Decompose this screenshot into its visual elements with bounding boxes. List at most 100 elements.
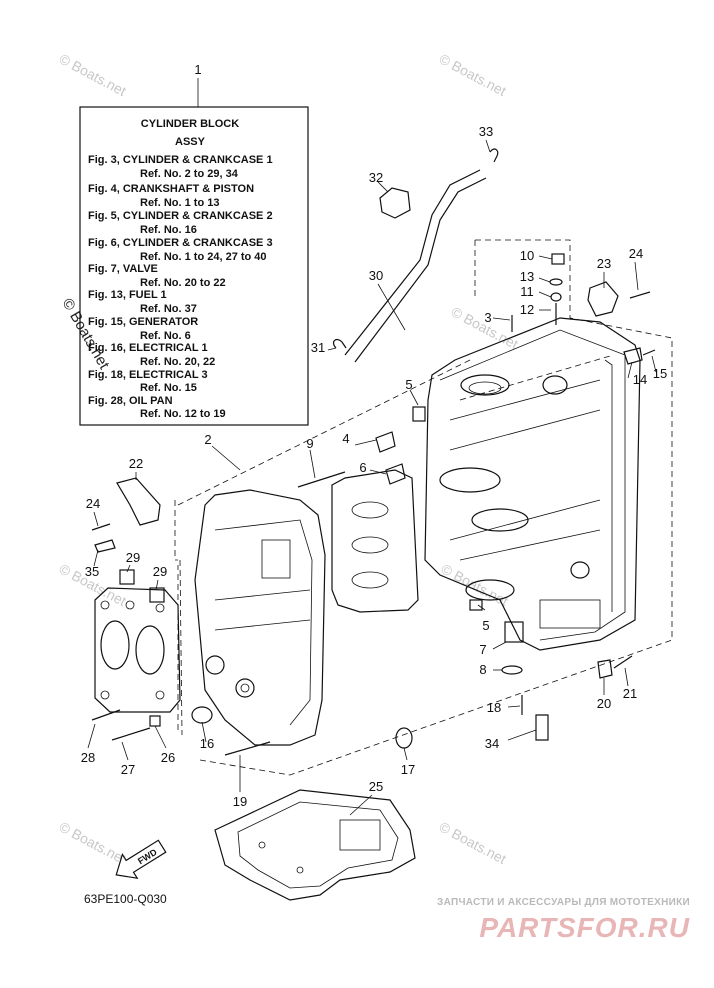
brand-tagline: ЗАПЧАСТИ И АКСЕССУАРЫ ДЛЯ МОТОТЕХНИКИ xyxy=(437,897,690,908)
bolt xyxy=(642,349,656,356)
callout-18: 18 xyxy=(487,700,501,715)
leader-line xyxy=(354,439,377,446)
callout-22: 22 xyxy=(129,456,143,471)
callout-24-left: 24 xyxy=(86,496,100,511)
callout-1: 1 xyxy=(194,62,201,77)
reference-fig: Fig. 13, FUEL 1 xyxy=(88,289,167,301)
cylinder-block-edge xyxy=(439,329,626,641)
plug xyxy=(504,621,524,643)
watermark: © Boats.net xyxy=(439,561,511,610)
leader-line xyxy=(409,389,419,406)
callouts: 1 2 3 4 5 5 6 7 8 9 10 11 12 13 14 15 16… xyxy=(81,62,667,809)
callout-32: 32 xyxy=(369,170,383,185)
crankcase-rib xyxy=(214,589,311,601)
reference-ref: Ref. No. 15 xyxy=(140,382,197,394)
crankcase xyxy=(194,489,326,746)
block-dashed-outline xyxy=(174,500,178,561)
reference-box-subtitle: ASSY xyxy=(175,136,206,148)
reference-fig: Fig. 15, GENERATOR xyxy=(88,316,198,328)
reference-fig: Fig. 3, CYLINDER & CRANKCASE 1 xyxy=(88,154,273,166)
callout-15: 15 xyxy=(653,366,667,381)
gasket-washer xyxy=(549,278,563,286)
gasket xyxy=(214,789,416,901)
gasket-hole xyxy=(258,841,266,849)
bolt xyxy=(91,709,121,721)
pipe-clip xyxy=(332,338,347,349)
callout-9: 9 xyxy=(306,436,313,451)
crankcase-inner xyxy=(214,519,313,726)
reference-fig: Fig. 4, CRANKSHAFT & PISTON xyxy=(88,183,254,195)
callout-10: 10 xyxy=(520,248,534,263)
leader-line xyxy=(507,729,537,741)
bearing-saddle xyxy=(351,536,389,554)
block-boss xyxy=(542,375,568,395)
seal-ring xyxy=(550,292,562,302)
leader-line xyxy=(121,741,129,761)
leader-line xyxy=(309,449,316,479)
cylinder-bore xyxy=(471,508,529,532)
bolt xyxy=(224,741,271,756)
cylinder-bore-inner xyxy=(468,381,502,395)
callout-20: 20 xyxy=(597,696,611,711)
leader-line xyxy=(477,604,486,611)
fwd-arrow-icon xyxy=(115,839,167,880)
cylinder-head xyxy=(94,587,181,713)
callout-14: 14 xyxy=(633,372,647,387)
bearing-housing xyxy=(331,469,419,613)
callout-7: 7 xyxy=(479,642,486,657)
brand-footer: ЗАПЧАСТИ И АКСЕССУАРЫ ДЛЯ МОТОТЕХНИКИ PA… xyxy=(437,897,690,943)
callout-24-right: 24 xyxy=(629,246,643,261)
cap xyxy=(119,569,135,585)
head-bolt-hole xyxy=(100,600,110,610)
reference-ref: Ref. No. 12 to 19 xyxy=(140,408,226,420)
crankcase-port xyxy=(235,678,255,698)
head-bolt-hole xyxy=(155,690,165,700)
reference-ref: Ref. No. 1 to 24, 27 to 40 xyxy=(140,251,267,263)
leader-line xyxy=(624,667,629,687)
clip xyxy=(94,539,116,553)
leader-line xyxy=(327,347,337,351)
block-dashed-outline xyxy=(199,689,531,776)
leader-line xyxy=(349,794,373,816)
leader-line xyxy=(538,277,551,283)
plug xyxy=(191,706,213,724)
callout-16: 16 xyxy=(200,736,214,751)
bolt xyxy=(111,727,151,741)
cylinder-bore xyxy=(460,374,510,396)
leader-line xyxy=(538,291,552,298)
leader-line xyxy=(651,355,657,373)
callout-2: 2 xyxy=(204,432,211,447)
bolt xyxy=(629,291,651,299)
reference-list: Fig. 3, CYLINDER & CRANKCASE 1 Ref. No. … xyxy=(88,154,273,420)
leader-line xyxy=(93,511,99,527)
head-cam-lobe xyxy=(100,620,130,670)
crankcase-port xyxy=(205,655,225,675)
reference-ref: Ref. No. 16 xyxy=(140,224,197,236)
leader-line xyxy=(485,139,491,153)
callout-3: 3 xyxy=(484,310,491,325)
block-rib xyxy=(449,499,601,541)
leader-line xyxy=(154,725,167,749)
callout-8: 8 xyxy=(479,662,486,677)
callout-29-left: 29 xyxy=(126,550,140,565)
callout-25: 25 xyxy=(369,779,383,794)
cylinder-block-body xyxy=(424,317,641,651)
callout-12: 12 xyxy=(520,302,534,317)
reference-fig: Fig. 6, CYLINDER & CRANKCASE 3 xyxy=(88,237,273,249)
leader-line xyxy=(87,723,96,749)
collar xyxy=(412,406,426,422)
bracket xyxy=(597,659,613,679)
block-mount xyxy=(539,599,601,629)
block-dashed-outline xyxy=(177,359,471,506)
reference-ref: Ref. No. 2 to 29, 34 xyxy=(140,168,239,180)
head-bolt-hole xyxy=(155,603,165,613)
leader-line xyxy=(126,564,131,573)
leader-line xyxy=(634,261,639,291)
reference-ref: Ref. No. 6 xyxy=(140,330,191,342)
reference-box-title: CYLINDER BLOCK xyxy=(141,118,239,130)
block-rib xyxy=(449,409,601,451)
crankcase-port-inner xyxy=(240,683,250,693)
oil-pressure-switch xyxy=(535,714,549,741)
reference-box: CYLINDER BLOCK ASSY Fig. 3, CYLINDER & C… xyxy=(79,106,309,426)
